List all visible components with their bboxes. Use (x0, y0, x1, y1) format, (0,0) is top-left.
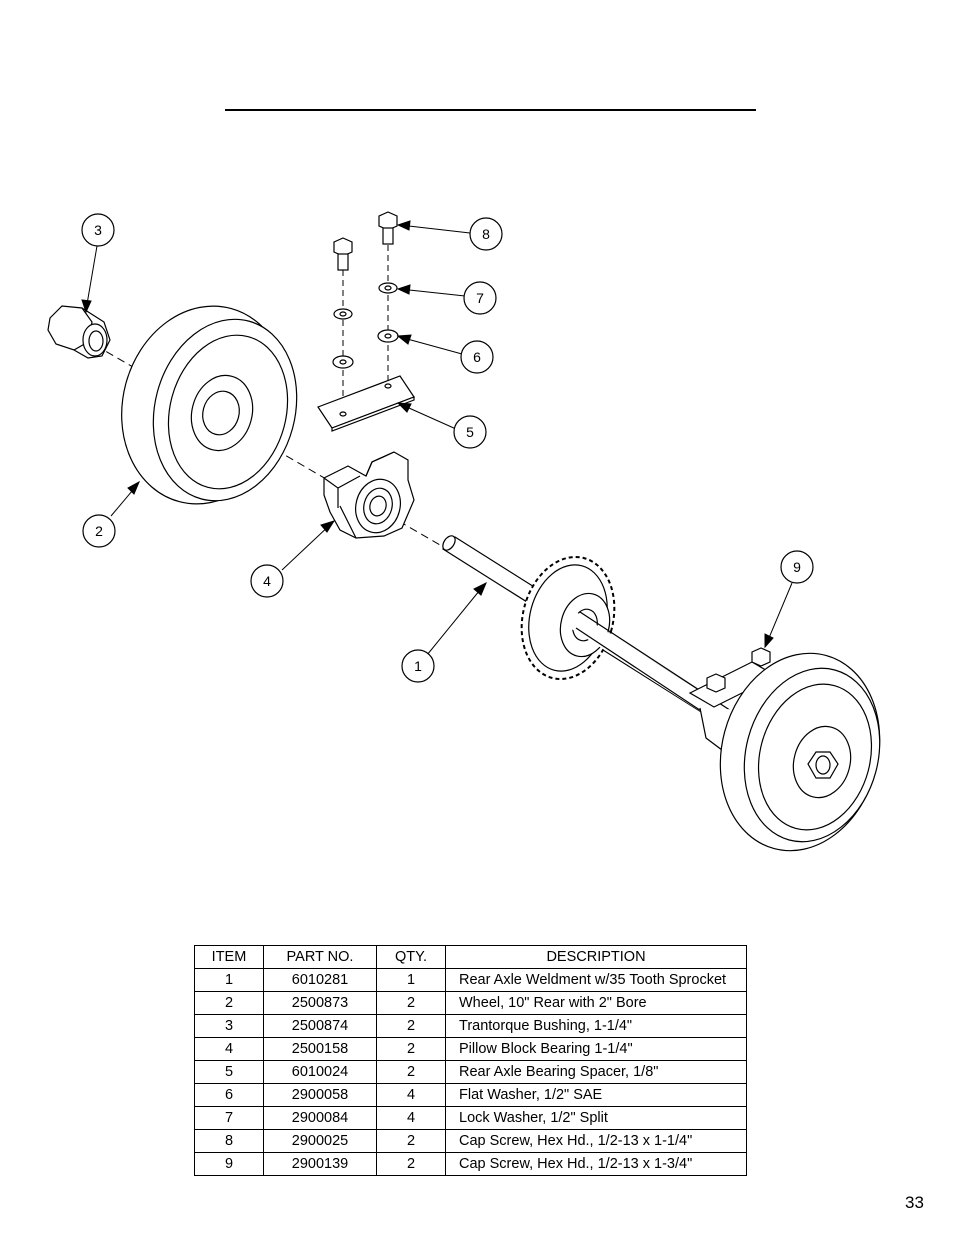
left-wheel (121, 305, 298, 505)
svg-text:7: 7 (476, 290, 484, 306)
svg-text:6: 6 (473, 349, 481, 365)
qty-cell: 2 (376, 1129, 446, 1153)
header-description: DESCRIPTION (445, 945, 747, 969)
part-no-cell: 2500873 (263, 991, 377, 1015)
svg-text:3: 3 (94, 222, 102, 238)
header-item: ITEM (194, 945, 264, 969)
description-cell: Pillow Block Bearing 1-1/4" (445, 1037, 747, 1061)
page-number: 33 (905, 1193, 924, 1212)
title-rule (225, 109, 756, 111)
callout-3: 3 (81, 213, 115, 247)
qty-cell: 2 (376, 1060, 446, 1084)
table-row: 7 2900084 4 Lock Washer, 1/2" Split (194, 1106, 747, 1130)
cap-screw-right (378, 211, 398, 245)
item-cell: 2 (194, 991, 264, 1015)
header-part-no: PART NO. (263, 945, 377, 969)
parts-table-header: ITEM PART NO. QTY. DESCRIPTION (194, 945, 747, 969)
description-cell: Wheel, 10" Rear with 2" Bore (445, 991, 747, 1015)
bearing-spacer-plate (317, 375, 415, 432)
sprocket (520, 555, 746, 733)
qty-cell: 2 (376, 1037, 446, 1061)
part-no-cell: 6010024 (263, 1060, 377, 1084)
item-cell: 7 (194, 1106, 264, 1130)
qty-cell: 4 (376, 1083, 446, 1107)
description-cell: Rear Axle Bearing Spacer, 1/8" (445, 1060, 747, 1084)
lock-washer-right (378, 282, 398, 294)
table-row: 3 2500874 2 Trantorque Bushing, 1-1/4" (194, 1014, 747, 1038)
item-cell: 5 (194, 1060, 264, 1084)
qty-cell: 2 (376, 1014, 446, 1038)
item-cell: 9 (194, 1152, 264, 1176)
item-cell: 6 (194, 1083, 264, 1107)
svg-text:8: 8 (482, 226, 490, 242)
item-cell: 3 (194, 1014, 264, 1038)
description-cell: Trantorque Bushing, 1-1/4" (445, 1014, 747, 1038)
part-no-cell: 6010281 (263, 968, 377, 992)
table-row: 5 6010024 2 Rear Axle Bearing Spacer, 1/… (194, 1060, 747, 1084)
table-row: 2 2500873 2 Wheel, 10" Rear with 2" Bore (194, 991, 747, 1015)
callout-1: 1 (401, 649, 435, 683)
table-row: 8 2900025 2 Cap Screw, Hex Hd., 1/2-13 x… (194, 1129, 747, 1153)
callout-leaders (81, 220, 793, 656)
description-cell: Cap Screw, Hex Hd., 1/2-13 x 1-3/4" (445, 1152, 747, 1176)
callout-5: 5 (453, 415, 487, 449)
table-row: 1 6010281 1 Rear Axle Weldment w/35 Toot… (194, 968, 747, 992)
callout-9: 9 (780, 550, 814, 584)
trantorque-bushing (47, 305, 111, 359)
part-no-cell: 2500158 (263, 1037, 377, 1061)
exploded-assembly-diagram: 1 2 3 4 5 6 7 8 9 (47, 211, 881, 852)
callout-6: 6 (460, 340, 494, 374)
description-cell: Cap Screw, Hex Hd., 1/2-13 x 1-1/4" (445, 1129, 747, 1153)
lock-washer-left (333, 308, 353, 320)
qty-cell: 2 (376, 991, 446, 1015)
table-row: 9 2900139 2 Cap Screw, Hex Hd., 1/2-13 x… (194, 1152, 747, 1176)
qty-cell: 4 (376, 1106, 446, 1130)
callout-4: 4 (250, 564, 284, 598)
flat-washer-left (332, 355, 354, 369)
item-cell: 1 (194, 968, 264, 992)
item-cell: 8 (194, 1129, 264, 1153)
item-cell: 4 (194, 1037, 264, 1061)
part-no-cell: 2900139 (263, 1152, 377, 1176)
svg-text:4: 4 (263, 573, 271, 589)
qty-cell: 2 (376, 1152, 446, 1176)
svg-text:1: 1 (414, 658, 422, 674)
flat-washer-right (377, 329, 399, 343)
svg-text:5: 5 (466, 424, 474, 440)
part-no-cell: 2900058 (263, 1083, 377, 1107)
qty-cell: 1 (376, 968, 446, 992)
description-cell: Flat Washer, 1/2" SAE (445, 1083, 747, 1107)
table-row: 4 2500158 2 Pillow Block Bearing 1-1/4" (194, 1037, 747, 1061)
part-no-cell: 2500874 (263, 1014, 377, 1038)
callout-7: 7 (463, 281, 497, 315)
part-no-cell: 2900084 (263, 1106, 377, 1130)
part-no-cell: 2900025 (263, 1129, 377, 1153)
description-cell: Rear Axle Weldment w/35 Tooth Sprocket (445, 968, 747, 992)
right-wheel (719, 652, 881, 852)
table-row: 6 2900058 4 Flat Washer, 1/2" SAE (194, 1083, 747, 1107)
pillow-block-bearing (323, 451, 415, 539)
cap-screw-left (333, 237, 353, 271)
callout-2: 2 (82, 514, 116, 548)
svg-text:9: 9 (793, 559, 801, 575)
svg-text:2: 2 (95, 523, 103, 539)
header-qty: QTY. (376, 945, 446, 969)
description-cell: Lock Washer, 1/2" Split (445, 1106, 747, 1130)
callout-8: 8 (469, 217, 503, 251)
parts-table: ITEM PART NO. QTY. DESCRIPTION 1 6010281… (194, 945, 747, 1176)
